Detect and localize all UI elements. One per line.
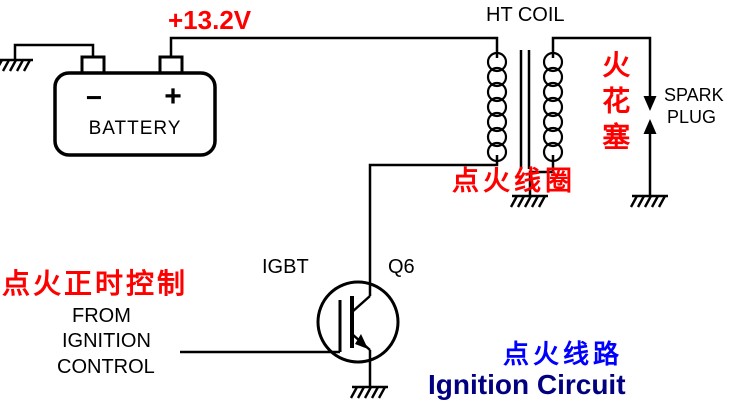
ignition-coil-chinese-label: 点火线圈 xyxy=(452,166,576,196)
coil-turn xyxy=(486,111,508,133)
igbt-transistor-symbol xyxy=(316,280,400,364)
coil-turn xyxy=(486,51,508,73)
coil-turn xyxy=(542,51,564,73)
battery-label: BATTERY xyxy=(88,118,182,139)
wire-secondary-to-sparkplug xyxy=(551,36,652,58)
spark-plug-gap-symbol xyxy=(643,58,657,196)
battery-symbol xyxy=(53,55,217,157)
wire-negative-to-ground xyxy=(13,43,95,60)
coil-turn xyxy=(486,81,508,103)
spark-gap-down-arrow xyxy=(643,96,657,111)
transistor-collector-lead xyxy=(351,295,371,313)
battery-negative-sign: − xyxy=(85,82,103,113)
transistor-ref-label: Q6 xyxy=(388,256,415,278)
coil-turn xyxy=(486,126,508,148)
coil-turn xyxy=(542,66,564,88)
transistor-emitter-arrow xyxy=(355,334,368,349)
igbt-label: IGBT xyxy=(262,256,309,278)
coil-turn xyxy=(486,66,508,88)
spark-plug-label-line2: PLUG xyxy=(667,107,717,127)
coil-turn xyxy=(542,81,564,103)
spark-plug-label-line1: SPARK xyxy=(664,85,724,105)
wire-secondary-to-ground xyxy=(528,155,555,196)
ground-symbol-battery xyxy=(0,58,35,73)
coil-core xyxy=(519,50,531,169)
ground-symbol-sparkplug xyxy=(629,194,670,209)
battery-body xyxy=(53,71,217,157)
primary-winding xyxy=(486,51,508,163)
coil-turn xyxy=(486,141,508,163)
control-label-line2: IGNITION xyxy=(62,330,151,352)
battery-positive-sign: + xyxy=(164,80,182,113)
ground-symbol-coil xyxy=(509,194,550,209)
supply-voltage-label: +13.2V xyxy=(168,5,252,35)
coil-turn xyxy=(486,96,508,118)
control-label-line3: CONTROL xyxy=(57,356,155,378)
coil-turn xyxy=(542,141,564,163)
ignition-circuit-chinese-label: 点火线路 xyxy=(503,339,624,369)
spark-plug-chinese-label: 火花塞 xyxy=(599,50,631,158)
secondary-winding xyxy=(542,51,564,163)
wire-positive-to-primary xyxy=(169,36,499,58)
diagram-title: Ignition Circuit xyxy=(428,369,626,400)
ht-coil-label: HT COIL xyxy=(486,4,565,26)
ignition-coil-symbol xyxy=(486,50,564,169)
ground-symbol-transistor xyxy=(349,385,390,400)
control-label-line1: FROM xyxy=(72,305,131,327)
spark-gap-up-arrow xyxy=(643,119,657,134)
timing-control-chinese-label: 点火正时控制 xyxy=(2,268,189,299)
transistor-circle xyxy=(316,280,400,364)
coil-turn xyxy=(542,126,564,148)
coil-turn xyxy=(542,96,564,118)
coil-turn xyxy=(542,111,564,133)
